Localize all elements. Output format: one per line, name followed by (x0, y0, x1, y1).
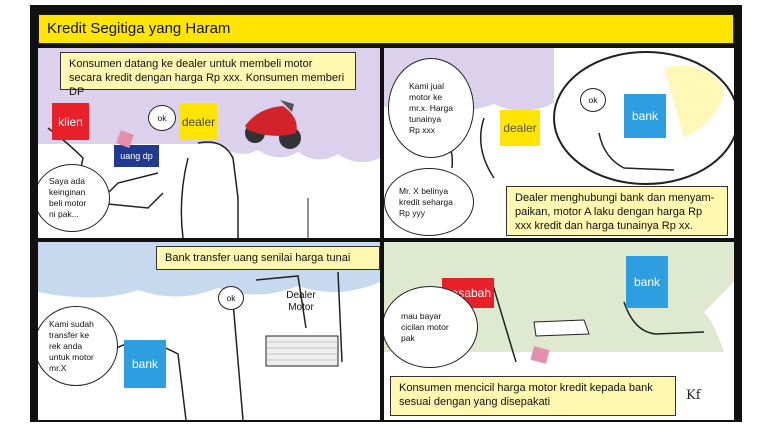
client-speech-bubble: Saya ada keinginan beli motor ni pak... (38, 164, 110, 232)
panel-2-caption: Dealer menghubungi bank dan menyam-paika… (506, 186, 728, 236)
panel-1-caption: Konsumen datang ke dealer untuk membeli … (60, 52, 356, 98)
panel-3-ok-bubble: ok (218, 286, 244, 310)
panel-2-bank-box: bank (624, 94, 666, 138)
panel-3: Bank transfer uang senilai harga tunai o… (38, 242, 380, 420)
panel-4-caption: Konsumen mencicil harga motor kredit kep… (390, 376, 676, 416)
dealer-speech-bubble: Kami jual motor ke mr.x. Harga tunainya … (388, 58, 474, 158)
payment-box: uang dp (114, 145, 159, 167)
bank-speech-bubble: Kami sudah transfer ke rek anda untuk mo… (38, 306, 118, 386)
client-box: klien (52, 103, 89, 140)
bank-speech-text: Kami sudah transfer ke rek anda untuk mo… (49, 318, 94, 373)
comic-title: Kredit Segitiga yang Haram (47, 20, 231, 37)
dealer-motor-label: Dealer Motor (286, 290, 316, 313)
panel-4-bank-box: bank (626, 256, 668, 308)
customer-speech-text: mau bayar cicilan motor pak (401, 310, 449, 343)
mrx-speech-bubble: Mr. X belinya kredit seharga Rp yyy (384, 168, 474, 236)
dealer-speech-text: Kami jual motor ke mr.x. Harga tunainya … (409, 80, 453, 135)
mrx-speech-text: Mr. X belinya kredit seharga Rp yyy (399, 185, 453, 218)
panel-3-caption: Bank transfer uang senilai harga tunai (156, 246, 380, 270)
dealer-box: dealer (180, 103, 217, 140)
panel-1-ok-text: ok (157, 112, 167, 123)
customer-speech-bubble: mau bayar cicilan motor pak (384, 286, 478, 368)
panel-2: Kami jual motor ke mr.x. Harga tunainya … (384, 48, 734, 238)
panel-4: nasabah bank mau bayar cicilan motor pak… (384, 242, 734, 420)
panel-3-bank-box: bank (124, 340, 166, 388)
panel-2-ok-bubble: ok (580, 88, 606, 112)
panel-1: Konsumen datang ke dealer untuk membeli … (38, 48, 380, 238)
artist-signature: Kf (686, 388, 701, 403)
panel-3-ok-text: ok (226, 292, 236, 303)
client-speech-text: Saya ada keinginan beli motor ni pak... (49, 176, 87, 219)
panel-2-ok-text: ok (588, 94, 598, 105)
panel-2-dealer-box: dealer (500, 110, 540, 146)
panel-1-ok-bubble: ok (148, 105, 176, 131)
title-bar: Kredit Segitiga yang Haram (38, 14, 734, 44)
